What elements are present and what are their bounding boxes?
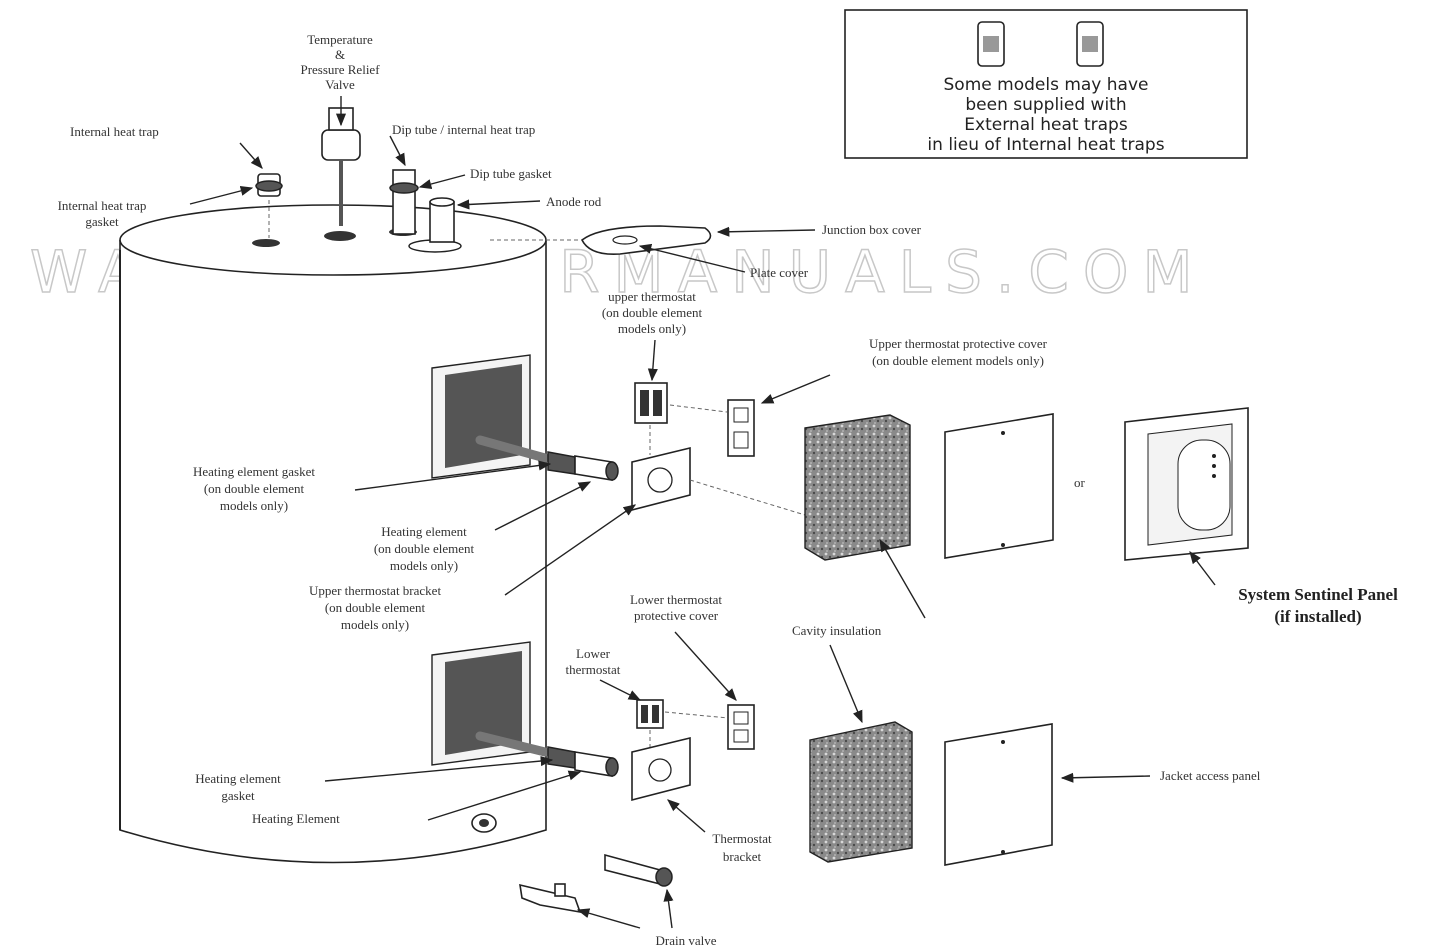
label-system-sentinel-panel: (if installed) [1274, 607, 1361, 626]
note-line: External heat traps [964, 115, 1128, 135]
label-heat-trap-gasket: Internal heat trap [58, 198, 147, 213]
label-upper-thermostat: (on double element [602, 305, 703, 320]
label-upper-thermostat-cover: (on double element models only) [872, 353, 1044, 368]
upper-cavity-insulation-part [804, 414, 911, 561]
system-sentinel-panel-part [1124, 407, 1249, 561]
external-heat-trap-icon [977, 21, 1104, 67]
label-thermostat-bracket: bracket [723, 849, 762, 864]
label-heating-element-gasket-upper: (on double element [204, 481, 305, 496]
anode-rod [429, 197, 455, 243]
junction-box-cover-part [580, 225, 712, 256]
label-heating-element-upper: (on double element [374, 541, 475, 556]
upper-thermostat-part [634, 382, 668, 424]
label-internal-heat-trap: Internal heat trap [70, 124, 159, 139]
label-drain-valve: Drain valve [655, 933, 716, 948]
label-dip-tube-heat-trap: Dip tube / internal heat trap [392, 122, 535, 137]
lower-thermostat-bracket-part [631, 736, 691, 802]
lower-thermostat-part [636, 699, 664, 729]
lower-thermostat-cover-part [727, 704, 755, 750]
label-tpr-valve: Valve [325, 77, 355, 92]
temperature-pressure-relief-valve [321, 107, 361, 226]
note-line: in lieu of Internal heat traps [927, 135, 1164, 155]
dip-tube-fitting [389, 169, 419, 235]
label-upper-thermostat-bracket: Upper thermostat bracket [309, 583, 442, 598]
upper-jacket-panel-part [944, 413, 1054, 559]
label-heat-trap-gasket: gasket [85, 214, 119, 229]
labels: Temperature & Pressure Relief Valve Inte… [58, 32, 1398, 948]
lower-cavity-insulation-part [809, 721, 913, 863]
label-plate-cover: Plate cover [750, 265, 809, 280]
note-line: been supplied with [965, 95, 1126, 115]
upper-thermostat-cover-part [727, 399, 755, 457]
label-lower-thermostat: thermostat [566, 662, 621, 677]
label-system-sentinel-panel: System Sentinel Panel [1238, 585, 1398, 604]
label-tpr-valve: Pressure Relief [300, 62, 380, 77]
label-lower-thermostat: Lower [576, 646, 611, 661]
label-tpr-valve: & [335, 47, 345, 62]
label-upper-thermostat-bracket: (on double element [325, 600, 426, 615]
upper-heating-element-part [475, 435, 619, 481]
label-cavity-insulation: Cavity insulation [792, 623, 882, 638]
upper-thermostat-bracket-part [631, 446, 691, 512]
label-junction-box-cover: Junction box cover [822, 222, 922, 237]
label-upper-thermostat-bracket: models only) [341, 617, 409, 632]
lower-heating-element-part [475, 731, 619, 777]
label-heating-element-gasket-upper: Heating element gasket [193, 464, 315, 479]
note-box: Some models may have been supplied with … [844, 9, 1248, 159]
internal-heat-trap-fitting [255, 173, 283, 238]
water-heater-tank [119, 204, 547, 864]
drain-valve-part [519, 853, 673, 914]
label-heating-element-gasket-lower: Heating element [195, 771, 281, 786]
label-dip-tube-gasket: Dip tube gasket [470, 166, 552, 181]
label-anode-rod: Anode rod [546, 194, 602, 209]
label-upper-thermostat: models only) [618, 321, 686, 336]
note-line: Some models may have [944, 75, 1149, 95]
label-or: or [1074, 475, 1086, 490]
label-heating-element-upper: models only) [390, 558, 458, 573]
lower-jacket-panel-part [944, 723, 1053, 866]
leader-lines [189, 96, 1216, 929]
label-upper-thermostat: upper thermostat [608, 289, 696, 304]
label-tpr-valve: Temperature [307, 32, 373, 47]
label-heating-element-upper: Heating element [381, 524, 467, 539]
label-heating-element-gasket-upper: models only) [220, 498, 288, 513]
label-lower-thermostat-cover: Lower thermostat [630, 592, 722, 607]
label-lower-thermostat-cover: protective cover [634, 608, 719, 623]
label-heating-element-gasket-lower: gasket [221, 788, 255, 803]
label-jacket-access-panel: Jacket access panel [1160, 768, 1261, 783]
label-heating-element-lower: Heating Element [252, 811, 340, 826]
label-upper-thermostat-cover: Upper thermostat protective cover [869, 336, 1048, 351]
label-thermostat-bracket: Thermostat [712, 831, 772, 846]
